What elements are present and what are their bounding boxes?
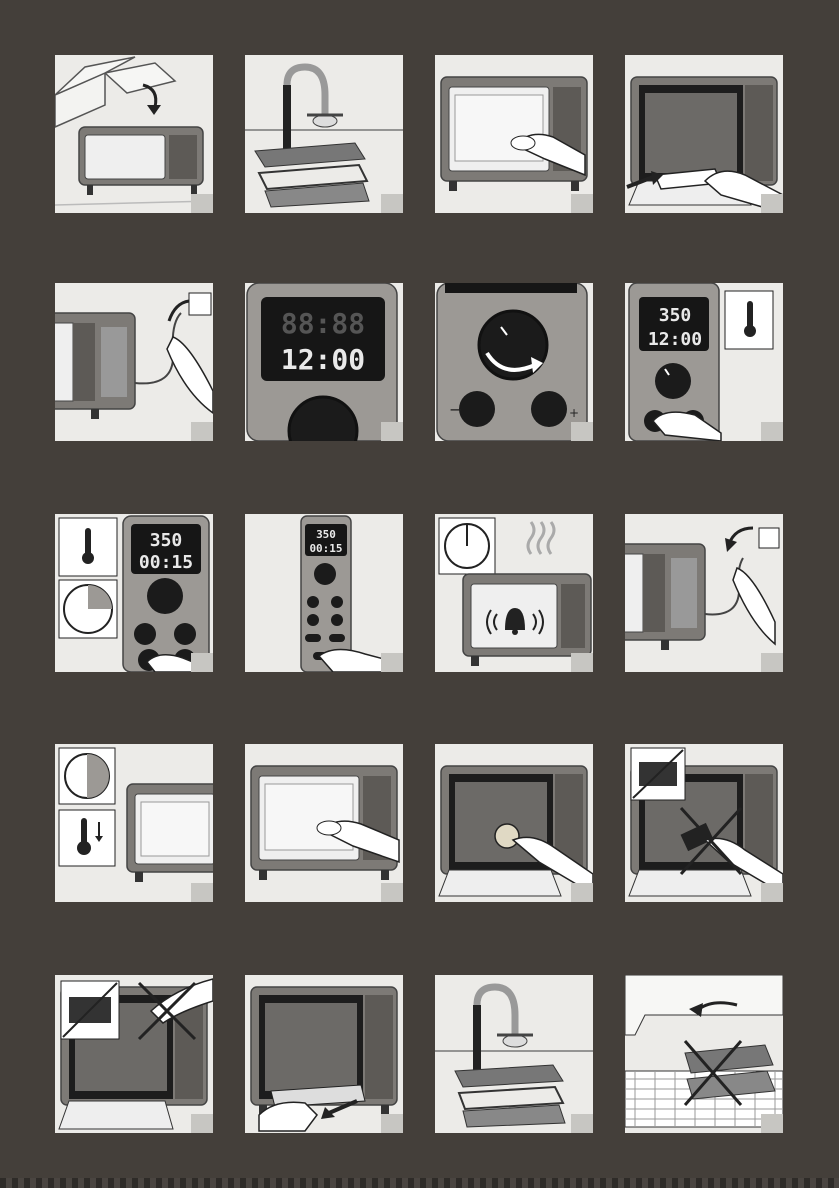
step-number-badge <box>381 422 403 441</box>
step-number-badge <box>191 1114 213 1133</box>
step-number-badge <box>571 422 593 441</box>
step-panel-7: − + <box>435 283 593 441</box>
insert-tray-icon <box>625 55 783 213</box>
press-start-button-icon: 350 00:15 <box>245 514 403 672</box>
time-readout: 12:00 <box>648 329 702 350</box>
step-panel-10: 350 00:15 <box>245 514 403 672</box>
clean-interior-sponge-icon <box>435 744 593 902</box>
step-number-badge <box>191 653 213 672</box>
step-panel-15 <box>435 744 593 902</box>
step-number-badge <box>381 1114 403 1133</box>
step-number-badge <box>761 883 783 902</box>
set-temperature-timer-icon: 350 00:15 <box>55 514 213 672</box>
step-panel-18 <box>245 975 403 1133</box>
step-panel-13 <box>55 744 213 902</box>
clock-top-readout: 88:88 <box>281 307 365 340</box>
step-panel-14 <box>245 744 403 902</box>
step-panel-1 <box>55 55 213 213</box>
step-number-badge <box>191 883 213 902</box>
step-panel-20 <box>625 975 783 1133</box>
wipe-oven-exterior-icon <box>435 55 593 213</box>
step-panel-3 <box>435 55 593 213</box>
step-panel-5 <box>55 283 213 441</box>
faucet-wash-accessories-icon <box>245 55 403 213</box>
clock-bottom-readout: 12:00 <box>281 343 365 376</box>
minus-label: − <box>449 400 462 419</box>
page-bottom-strip <box>0 1178 839 1188</box>
step-number-badge <box>381 883 403 902</box>
step-number-badge <box>381 653 403 672</box>
no-abrasive-brush-icon <box>625 744 783 902</box>
step-number-badge <box>571 883 593 902</box>
press-temperature-button-icon: 350 12:00 <box>625 283 783 441</box>
step-panel-16 <box>625 744 783 902</box>
no-dishwasher-icon <box>625 975 783 1133</box>
cool-down-icon <box>55 744 213 902</box>
step-number-badge <box>761 194 783 213</box>
step-number-badge <box>761 1114 783 1133</box>
step-panel-8: 350 12:00 <box>625 283 783 441</box>
remove-crumb-tray-icon <box>245 975 403 1133</box>
oven-unboxing-icon <box>55 55 213 213</box>
temperature-readout: 350 <box>659 305 692 326</box>
display-lcd-icon: 88:88 12:00 <box>245 283 403 441</box>
faucet-rinse-accessories-icon <box>435 975 593 1133</box>
step-panel-11 <box>435 514 593 672</box>
unplug-icon <box>625 514 783 672</box>
temperature-readout: 350 <box>150 530 183 551</box>
step-number-badge <box>761 422 783 441</box>
step-panel-4 <box>625 55 783 213</box>
temperature-readout: 350 <box>316 528 336 541</box>
control-knob-icon: − + <box>435 283 593 441</box>
plug-in-icon <box>55 283 213 441</box>
step-number-badge <box>571 194 593 213</box>
step-panel-19 <box>435 975 593 1133</box>
step-panel-6: 88:88 12:00 <box>245 283 403 441</box>
plus-label: + <box>569 406 579 420</box>
cook-time-readout: 00:15 <box>139 552 193 573</box>
step-number-badge <box>571 1114 593 1133</box>
wipe-door-icon <box>245 744 403 902</box>
step-number-badge <box>191 422 213 441</box>
step-panel-17 <box>55 975 213 1133</box>
step-number-badge <box>191 194 213 213</box>
step-number-badge <box>761 653 783 672</box>
no-scouring-pad-icon <box>55 975 213 1133</box>
step-panel-9: 350 00:15 <box>55 514 213 672</box>
step-number-badge <box>381 194 403 213</box>
bell-ring-done-icon <box>435 514 593 672</box>
step-number-badge <box>571 653 593 672</box>
cook-time-readout: 00:15 <box>309 542 342 555</box>
step-panel-2 <box>245 55 403 213</box>
step-panel-12 <box>625 514 783 672</box>
